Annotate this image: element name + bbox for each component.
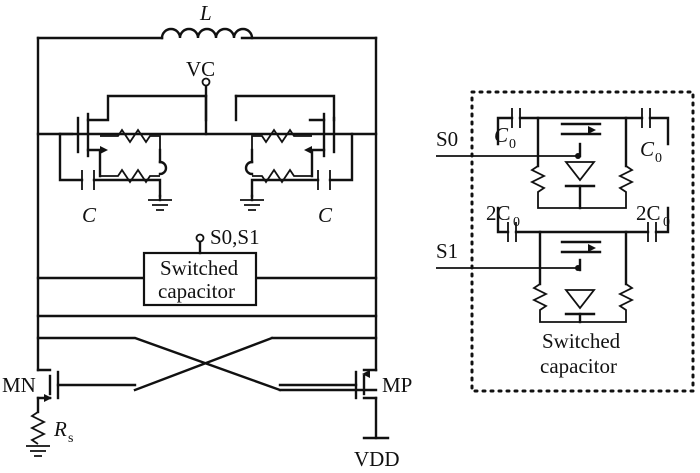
- capacitor-left-label: C: [82, 203, 97, 227]
- cross-coupling: [36, 336, 378, 392]
- vc-node: [201, 77, 211, 136]
- s0-label: S0: [436, 127, 458, 151]
- detail-title-2: capacitor: [540, 354, 617, 378]
- varactor-left: [58, 94, 208, 211]
- c0-right-sub: 0: [655, 151, 662, 166]
- c2-right-sub: 0: [663, 215, 670, 230]
- c2-left-sub: 0: [513, 215, 520, 230]
- s1-label: S1: [436, 239, 458, 263]
- c2-left-label: 2C: [486, 201, 511, 225]
- inductor-label: L: [199, 1, 212, 25]
- c2-right-label: 2C: [636, 201, 661, 225]
- detail-title-1: Switched: [542, 329, 621, 353]
- switched-capacitor-block: [142, 233, 258, 307]
- varactor-right: [234, 94, 354, 211]
- mn-label: MN: [2, 373, 36, 397]
- capacitor-right-label: C: [318, 203, 333, 227]
- lc-tank-circuit: L VC C C S0,S1 Switched capacitor MN MP …: [2, 1, 412, 471]
- c0-right-label: C: [640, 137, 655, 161]
- c0-left-label: C: [494, 123, 509, 147]
- detail-stage-bottom: [496, 206, 670, 324]
- vc-label: VC: [186, 57, 215, 81]
- switched-capacitor-detail: S0 S1 C 0 C 0 2C 0 2C 0 Switched capacit…: [436, 90, 695, 393]
- vdd-label: VDD: [354, 447, 400, 471]
- switched-cap-label-2: capacitor: [158, 279, 235, 303]
- switched-cap-label-1: Switched: [160, 256, 239, 280]
- detail-dotted-frame: [470, 90, 695, 393]
- inductor-L: [36, 27, 378, 40]
- c0-left-sub: 0: [509, 137, 516, 152]
- rs-label: R: [53, 417, 67, 441]
- mp-label: MP: [382, 373, 412, 397]
- rs-subscript: s: [68, 431, 73, 446]
- transistor-MP: [278, 368, 390, 440]
- detail-stage-top: [496, 108, 670, 210]
- transistor-MN: [26, 368, 137, 457]
- switch-select-label: S0,S1: [210, 225, 260, 249]
